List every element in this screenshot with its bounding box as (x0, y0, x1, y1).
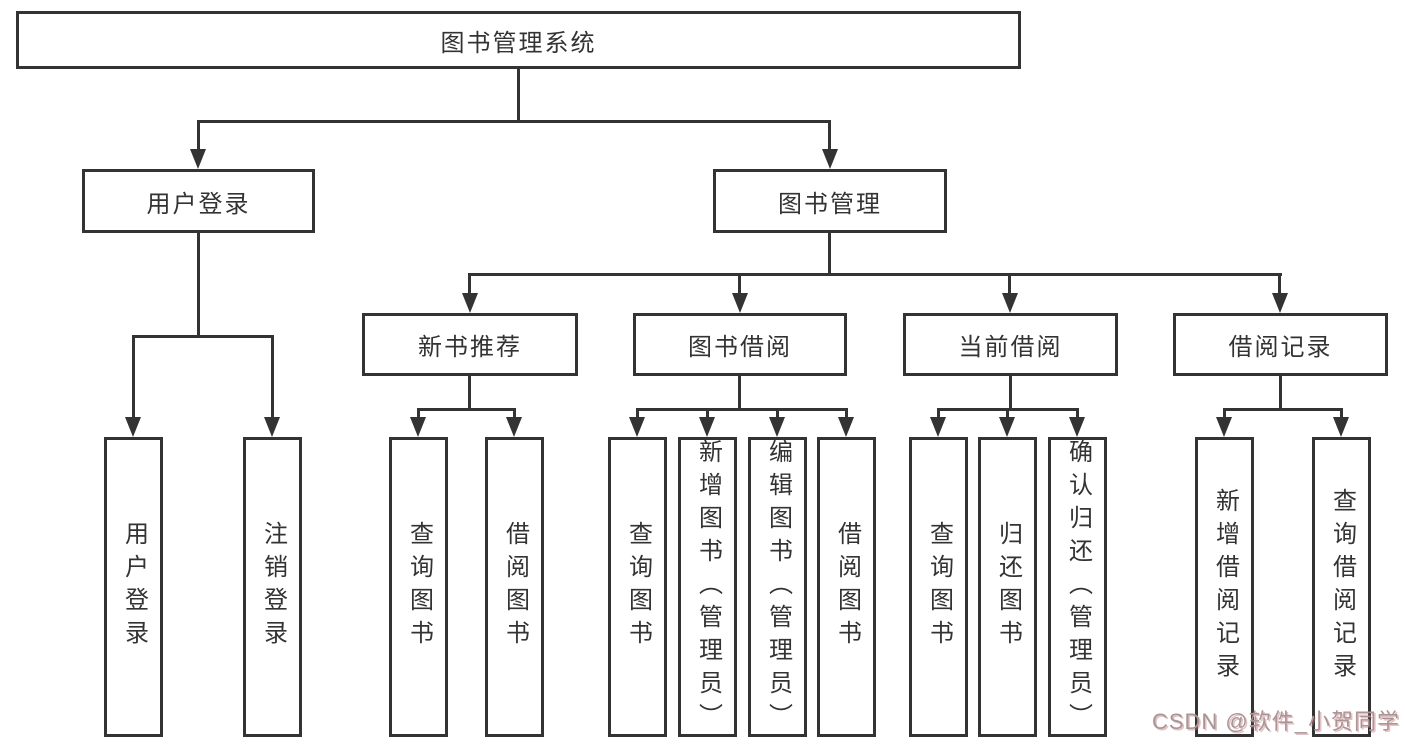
connector-borrow-records-hbar (1223, 408, 1343, 411)
leaf-query-books-borrow: 查询图书 (608, 437, 667, 737)
arrow-down-icon (1002, 293, 1018, 313)
arrow-down-icon (769, 417, 785, 437)
connector-root-hbar (197, 120, 831, 123)
leaf-borrow-books-label: 借阅图书 (833, 521, 861, 653)
arrow-down-icon (125, 417, 141, 437)
leaf-borrow-books-recommend-label: 借阅图书 (501, 521, 529, 653)
connector-to-borrow-records (1278, 273, 1281, 295)
node-current-borrow: 当前借阅 (903, 313, 1118, 376)
leaf-return-books: 归还图书 (978, 437, 1037, 737)
connector-to-new-book (468, 273, 471, 295)
node-root-label: 图书管理系统 (440, 29, 597, 57)
connector-leaf-drop (636, 408, 639, 419)
connector-to-leaf-login (132, 335, 135, 419)
leaf-borrow-books: 借阅图书 (817, 437, 876, 737)
leaf-confirm-return-admin-label: 确认归还（管理员） (1064, 438, 1092, 736)
connector-leaf-drop (706, 408, 709, 419)
arrow-down-icon (1333, 417, 1349, 437)
arrow-down-icon (930, 417, 946, 437)
connector-to-book-management (828, 120, 831, 151)
arrow-down-icon (838, 417, 854, 437)
leaf-logout: 注销登录 (243, 437, 302, 737)
connector-user-login-hbar (132, 335, 274, 338)
arrow-down-icon (462, 293, 478, 313)
node-borrow-records: 借阅记录 (1173, 313, 1388, 376)
connector-leaf-drop (1223, 408, 1226, 419)
leaf-edit-books-admin-label: 编辑图书（管理员） (764, 438, 792, 736)
leaf-logout-label: 注销登录 (259, 521, 287, 653)
leaf-user-login: 用户登录 (104, 437, 163, 737)
connector-current-borrow-stem (1009, 376, 1012, 411)
connector-leaf-drop (513, 408, 516, 419)
leaf-query-books-current-label: 查询图书 (925, 521, 953, 653)
connector-to-user-login (197, 120, 200, 151)
arrow-down-icon (264, 417, 280, 437)
connector-leaf-drop (776, 408, 779, 419)
arrow-down-icon (410, 417, 426, 437)
leaf-query-books-borrow-label: 查询图书 (624, 521, 652, 653)
connector-book-mgmt-hbar (468, 273, 1282, 276)
connector-root-stem (517, 69, 520, 123)
leaf-edit-books-admin: 编辑图书（管理员） (748, 437, 807, 737)
leaf-add-borrow-record: 新增借阅记录 (1195, 437, 1254, 737)
connector-leaf-drop (937, 408, 940, 419)
leaf-return-books-label: 归还图书 (994, 521, 1022, 653)
arrow-down-icon (732, 293, 748, 313)
leaf-query-books-recommend: 查询图书 (389, 437, 448, 737)
node-book-management: 图书管理 (713, 169, 947, 233)
leaf-confirm-return-admin: 确认归还（管理员） (1048, 437, 1107, 737)
leaf-borrow-books-recommend: 借阅图书 (485, 437, 544, 737)
csdn-watermark: CSDN @软件_小贺同学 (1151, 709, 1400, 734)
connector-leaf-drop (1006, 408, 1009, 419)
connector-leaf-drop (1340, 408, 1343, 419)
node-root: 图书管理系统 (16, 11, 1021, 69)
connector-book-mgmt-stem (828, 233, 831, 276)
leaf-user-login-label: 用户登录 (120, 521, 148, 653)
node-current-borrow-label: 当前借阅 (958, 334, 1063, 361)
arrow-down-icon (1216, 417, 1232, 437)
node-user-login: 用户登录 (82, 169, 315, 233)
arrow-down-icon (699, 417, 715, 437)
node-book-borrow-label: 图书借阅 (688, 334, 792, 361)
leaf-query-books-recommend-label: 查询图书 (405, 521, 433, 653)
leaf-query-borrow-record-label: 查询借阅记录 (1328, 488, 1356, 686)
arrow-down-icon (506, 417, 522, 437)
node-book-management-label: 图书管理 (778, 190, 882, 218)
node-user-login-label: 用户登录 (146, 190, 251, 218)
arrow-down-icon (190, 149, 206, 169)
connector-leaf-drop (417, 408, 420, 419)
arrow-down-icon (1272, 293, 1288, 313)
connector-leaf-drop (845, 408, 848, 419)
arrow-down-icon (822, 149, 838, 169)
connector-leaf-drop (1076, 408, 1079, 419)
arrow-down-icon (999, 417, 1015, 437)
connector-user-login-stem (197, 233, 200, 338)
connector-to-book-borrow (738, 273, 741, 295)
connector-book-borrow-stem (738, 376, 741, 411)
leaf-query-books-current: 查询图书 (909, 437, 968, 737)
node-new-book-recommend-label: 新书推荐 (418, 334, 522, 361)
connector-borrow-records-stem (1279, 376, 1282, 411)
connector-to-current-borrow (1008, 273, 1011, 295)
node-borrow-records-label: 借阅记录 (1228, 334, 1333, 361)
node-new-book-recommend: 新书推荐 (362, 313, 578, 376)
leaf-query-borrow-record: 查询借阅记录 (1312, 437, 1371, 737)
arrow-down-icon (1069, 417, 1085, 437)
connector-book-borrow-hbar (636, 408, 848, 411)
arrow-down-icon (629, 417, 645, 437)
connector-to-leaf-logout (271, 335, 274, 419)
leaf-add-books-admin-label: 新增图书（管理员） (694, 438, 722, 736)
leaf-add-books-admin: 新增图书（管理员） (678, 437, 737, 737)
connector-new-book-stem (468, 376, 471, 411)
node-book-borrow: 图书借阅 (633, 313, 847, 376)
connector-new-book-hbar (417, 408, 516, 411)
leaf-add-borrow-record-label: 新增借阅记录 (1211, 488, 1239, 686)
